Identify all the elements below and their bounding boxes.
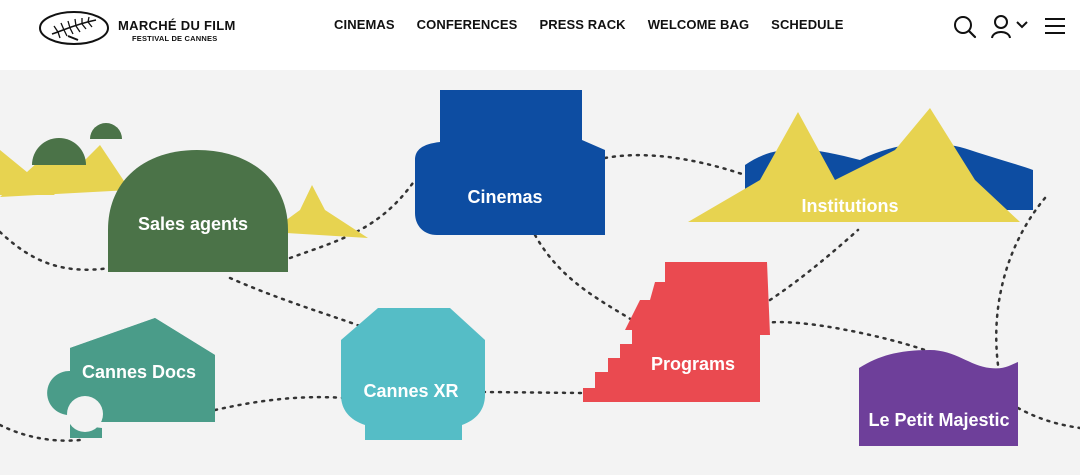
place-le-petit-majestic[interactable]: Le Petit Majestic [859, 350, 1018, 446]
map-paths [0, 153, 1080, 442]
place-sales-agents[interactable]: Sales agents [0, 123, 368, 272]
search-icon[interactable] [952, 14, 978, 40]
menu-icon[interactable] [1043, 16, 1067, 36]
place-cinemas[interactable]: Cinemas [415, 90, 605, 235]
marche-du-film-logo[interactable]: MARCHÉ DU FILM FESTIVAL DE CANNES [38, 10, 238, 50]
user-icon[interactable] [990, 14, 1014, 40]
place-cannes-docs[interactable]: Cannes Docs [47, 318, 215, 438]
le-petit-majestic-label: Le Petit Majestic [868, 410, 1009, 430]
place-institutions[interactable]: Institutions [688, 108, 1033, 222]
main-nav: CINEMAS CONFERENCES PRESS RACK WELCOME B… [334, 17, 843, 32]
palm-logo-icon [39, 11, 109, 45]
nav-press-rack[interactable]: PRESS RACK [539, 17, 626, 32]
cannes-xr-label: Cannes XR [363, 381, 458, 401]
logo-title: MARCHÉ DU FILM [118, 18, 236, 33]
sales-agents-label: Sales agents [138, 214, 248, 234]
cinemas-label: Cinemas [467, 187, 542, 207]
venue-map: Sales agents Cinemas Institutions Progra… [0, 90, 1080, 446]
nav-conferences[interactable]: CONFERENCES [416, 17, 518, 32]
place-cannes-xr[interactable]: Cannes XR [341, 308, 485, 440]
programs-label: Programs [651, 354, 735, 374]
institutions-label: Institutions [802, 196, 899, 216]
nav-schedule[interactable]: SCHEDULE [771, 17, 844, 32]
cannes-docs-label: Cannes Docs [82, 362, 196, 382]
nav-cinemas[interactable]: CINEMAS [334, 17, 395, 32]
place-programs[interactable]: Programs [583, 262, 770, 402]
chevron-down-icon[interactable] [1015, 20, 1029, 30]
logo-subtitle: FESTIVAL DE CANNES [132, 34, 218, 43]
site-header: MARCHÉ DU FILM FESTIVAL DE CANNES CINEMA… [0, 0, 1080, 70]
nav-welcome-bag[interactable]: WELCOME BAG [647, 17, 750, 32]
